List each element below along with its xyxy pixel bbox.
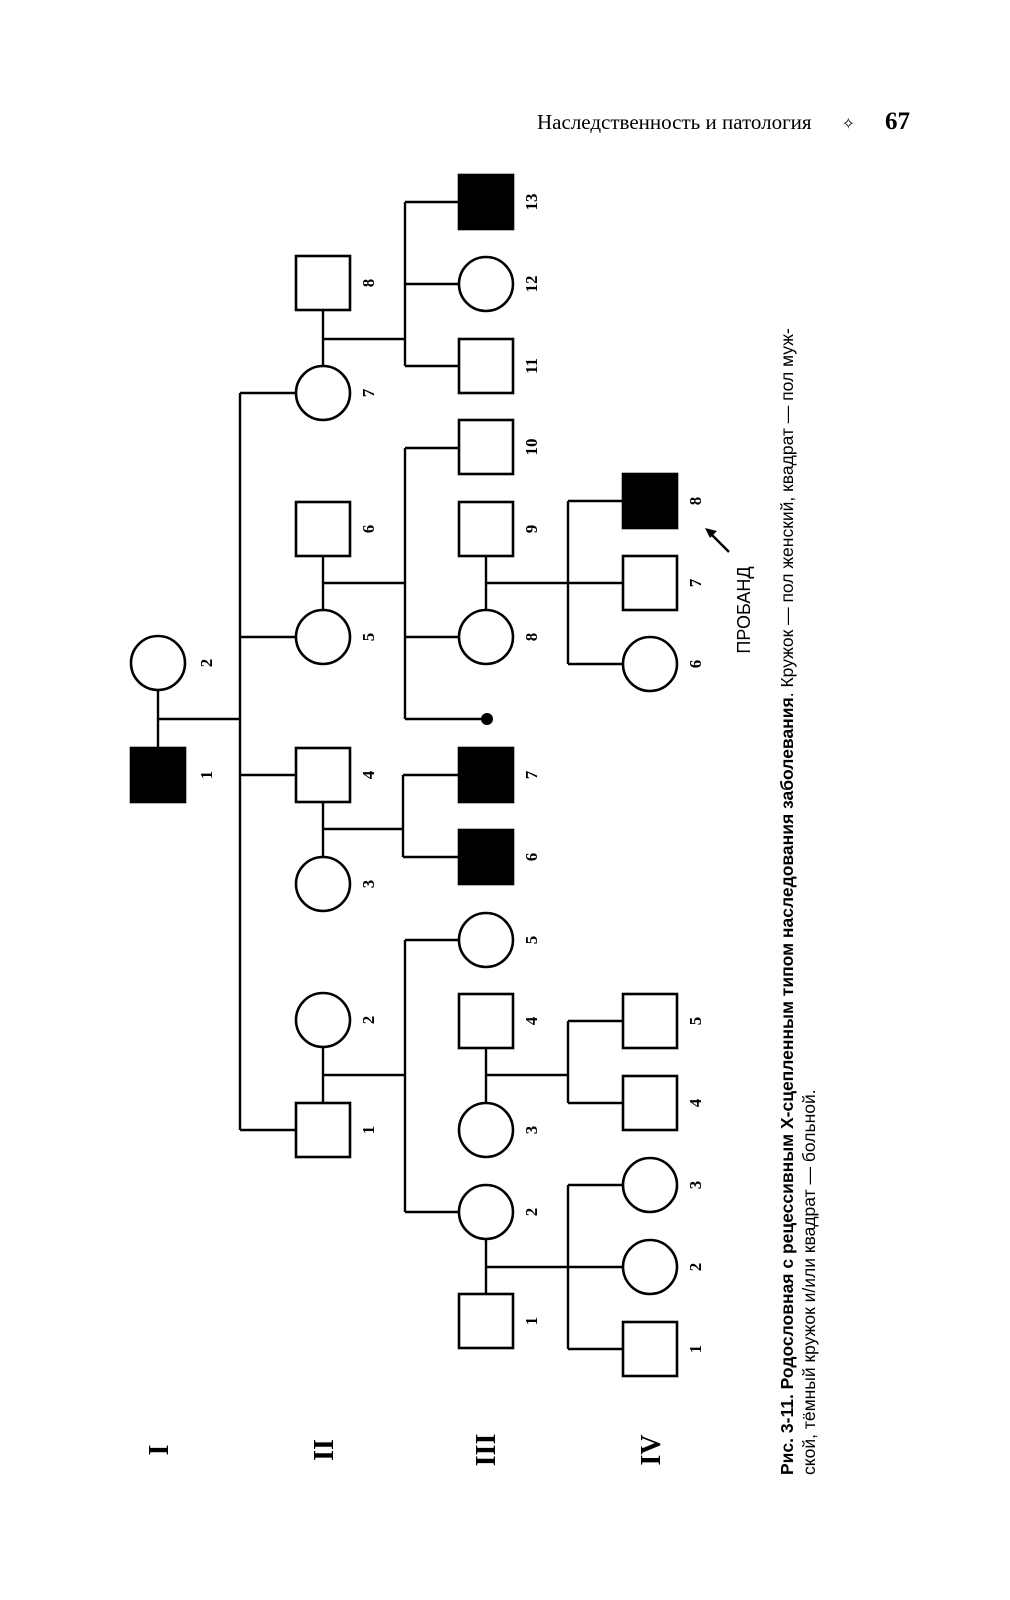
individual-label-ii-3: 3 bbox=[359, 880, 378, 889]
generation-label-iii: III bbox=[471, 1434, 502, 1467]
individual-label-ii-5: 5 bbox=[359, 633, 378, 642]
female-symbol bbox=[294, 608, 352, 666]
generation-iii: 1 2 3 4 5 6 7 8 9 10 11 12 13 bbox=[457, 173, 541, 1350]
generation-ii: 1 2 3 4 5 6 7 8 bbox=[294, 254, 378, 1159]
male-symbol bbox=[621, 992, 679, 1050]
individual-label-iii-12: 12 bbox=[522, 276, 541, 293]
individual-label-ii-7: 7 bbox=[359, 388, 378, 397]
individual-label-iv-6: 6 bbox=[686, 660, 705, 669]
individual-label-iii-11: 11 bbox=[522, 358, 541, 374]
male-symbol bbox=[294, 500, 352, 558]
individual-label-iii-10: 10 bbox=[522, 439, 541, 456]
individual-label-iii-5: 5 bbox=[522, 936, 541, 945]
male-symbol bbox=[621, 554, 679, 612]
individual-label-iii-4: 4 bbox=[522, 1016, 541, 1025]
male-symbol bbox=[294, 1101, 352, 1159]
individual-label-ii-8: 8 bbox=[359, 279, 378, 288]
individual-label-iv-1: 1 bbox=[686, 1345, 705, 1354]
generation-label-iv: IV bbox=[636, 1434, 667, 1465]
proband-arrowhead-icon bbox=[705, 528, 717, 538]
generation-label-ii: II bbox=[309, 1439, 340, 1461]
generation-iv: 1 2 3 4 5 6 7 8 bbox=[621, 472, 705, 1378]
male-symbol bbox=[457, 418, 515, 476]
female-symbol bbox=[294, 991, 352, 1049]
individual-label-i-1: 1 bbox=[197, 771, 216, 780]
generation-label-i: I bbox=[144, 1445, 175, 1456]
male-symbol bbox=[621, 1074, 679, 1132]
individual-label-ii-4: 4 bbox=[359, 770, 378, 779]
individual-label-iii-8: 8 bbox=[522, 633, 541, 642]
individual-label-ii-1: 1 bbox=[359, 1126, 378, 1135]
generation-i: 1 2 bbox=[129, 634, 216, 804]
female-symbol bbox=[457, 608, 515, 666]
page-number: 67 bbox=[885, 108, 910, 135]
male-affected-symbol bbox=[457, 828, 515, 886]
proband-label: ПРОБАНД bbox=[734, 566, 754, 653]
female-symbol bbox=[457, 255, 515, 313]
female-symbol bbox=[621, 1156, 679, 1214]
individual-label-iii-13: 13 bbox=[522, 194, 541, 211]
stillbirth-dot bbox=[481, 713, 493, 725]
individual-label-iv-7: 7 bbox=[686, 578, 705, 587]
caption-text-line1: . Кружок — пол женский, квадрат — пол му… bbox=[777, 328, 797, 697]
female-symbol bbox=[294, 364, 352, 422]
male-symbol bbox=[294, 746, 352, 804]
pedigree-lines bbox=[156, 200, 623, 1351]
male-symbol bbox=[457, 337, 515, 395]
running-title: Наследственность и патология bbox=[537, 110, 812, 134]
female-symbol bbox=[621, 635, 679, 693]
female-symbol bbox=[457, 911, 515, 969]
male-symbol bbox=[294, 254, 352, 312]
female-symbol bbox=[294, 855, 352, 913]
male-affected-symbol bbox=[129, 746, 187, 804]
male-affected-symbol bbox=[457, 173, 515, 231]
female-symbol bbox=[129, 634, 187, 692]
female-symbol bbox=[457, 1183, 515, 1241]
caption-title: Рис. 3-11. Родословная с рецессивным Х-с… bbox=[777, 697, 797, 1475]
individual-label-iv-4: 4 bbox=[686, 1098, 705, 1107]
male-symbol bbox=[457, 992, 515, 1050]
individual-label-ii-2: 2 bbox=[359, 1016, 378, 1025]
male-affected-symbol bbox=[621, 472, 679, 530]
individual-label-iv-5: 5 bbox=[686, 1017, 705, 1026]
individual-label-i-2: 2 bbox=[197, 659, 216, 668]
female-symbol bbox=[457, 1101, 515, 1159]
caption-text-line2: ской, тёмный кружок и/или квадрат — боль… bbox=[799, 1089, 819, 1475]
individual-label-iii-2: 2 bbox=[522, 1208, 541, 1217]
individual-label-iv-2: 2 bbox=[686, 1263, 705, 1272]
figure-caption: Рис. 3-11. Родословная с рецессивным Х-с… bbox=[777, 328, 819, 1475]
individual-label-iv-3: 3 bbox=[686, 1181, 705, 1190]
female-symbol bbox=[621, 1238, 679, 1296]
page-header: Наследственность и патология ✧ 67 bbox=[537, 108, 910, 136]
svg-text:Рис. 3-11. Родословная с рецес: Рис. 3-11. Родословная с рецессивным Х-с… bbox=[777, 328, 797, 1475]
male-symbol bbox=[621, 1320, 679, 1378]
male-symbol bbox=[457, 500, 515, 558]
individual-label-iii-3: 3 bbox=[522, 1126, 541, 1135]
generation-labels: I II III IV bbox=[144, 1434, 667, 1467]
individual-label-iii-9: 9 bbox=[522, 525, 541, 534]
individual-label-ii-6: 6 bbox=[359, 525, 378, 534]
individual-label-iii-6: 6 bbox=[522, 853, 541, 862]
male-affected-symbol bbox=[457, 746, 515, 804]
individual-label-iii-1: 1 bbox=[522, 1317, 541, 1326]
individual-label-iv-8: 8 bbox=[686, 497, 705, 506]
proband-marker: ПРОБАНД bbox=[705, 528, 754, 654]
male-symbol bbox=[457, 1292, 515, 1350]
ornament-icon: ✧ bbox=[841, 114, 855, 133]
individual-label-iii-7: 7 bbox=[522, 770, 541, 779]
